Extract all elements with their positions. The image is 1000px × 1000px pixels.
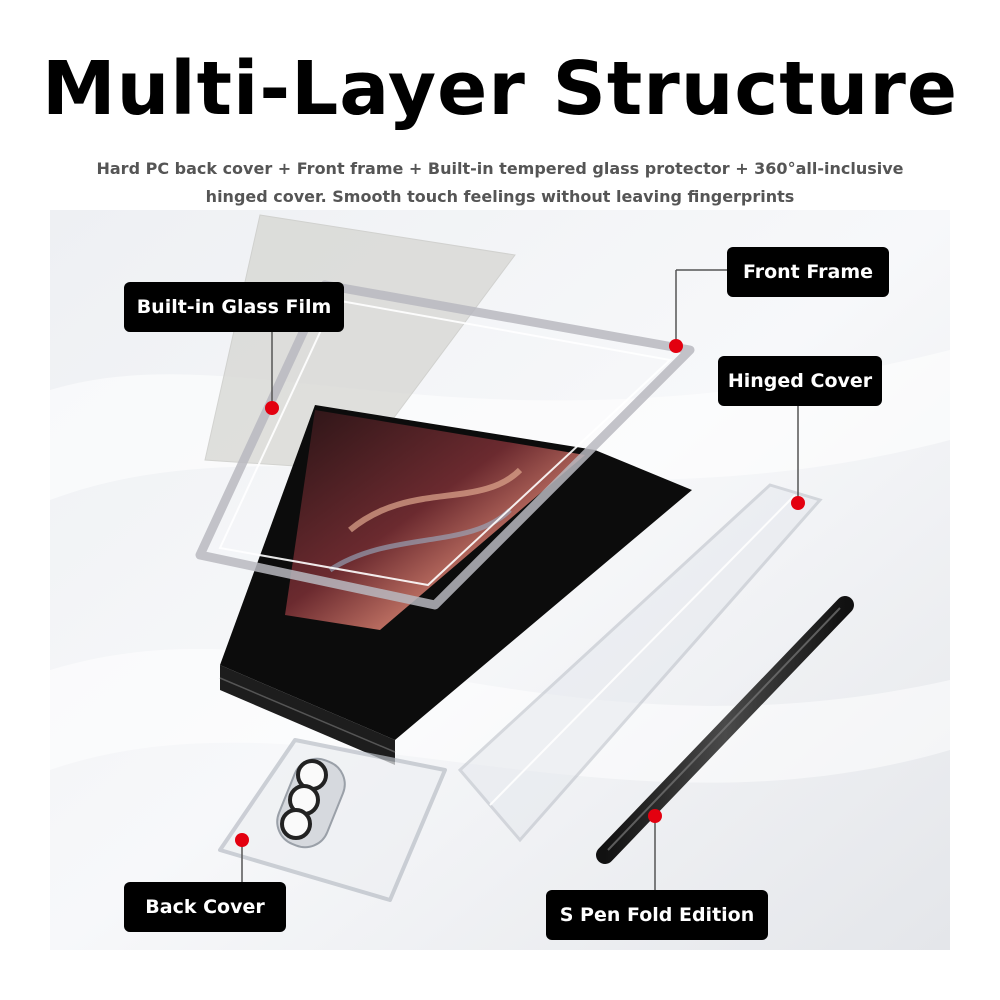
phone-edge-line bbox=[219, 677, 396, 753]
hinged-cover-ridge bbox=[489, 494, 796, 806]
label-hinged-cover: Hinged Cover bbox=[718, 356, 882, 406]
marker-hinged-cover bbox=[791, 496, 805, 510]
marker-s-pen bbox=[648, 809, 662, 823]
front-frame bbox=[195, 280, 695, 610]
screen-wallpaper-curve-2 bbox=[328, 508, 512, 573]
s-pen bbox=[596, 596, 854, 864]
page-title: Multi-Layer Structure bbox=[41, 46, 959, 132]
front-frame-inner bbox=[218, 298, 673, 587]
marker-glass-film bbox=[265, 401, 279, 415]
label-front-frame: Front Frame bbox=[727, 247, 889, 297]
label-back-cover: Back Cover bbox=[124, 882, 286, 932]
subtitle-line-1: Hard PC back cover + Front frame + Built… bbox=[96, 159, 904, 178]
product-exploded-view bbox=[50, 210, 950, 950]
hinged-cover bbox=[457, 483, 823, 843]
camera-lens-3 bbox=[280, 808, 312, 840]
subtitle-line-2: hinged cover. Smooth touch feelings with… bbox=[205, 187, 795, 206]
marker-front-frame bbox=[669, 339, 683, 353]
label-glass-film: Built-in Glass Film bbox=[124, 282, 344, 332]
marker-back-cover bbox=[235, 833, 249, 847]
s-pen-highlight bbox=[607, 607, 841, 851]
page-subtitle: Hard PC back cover + Front frame + Built… bbox=[60, 155, 940, 211]
screen-wallpaper-curve bbox=[348, 467, 523, 533]
label-s-pen: S Pen Fold Edition bbox=[546, 890, 768, 940]
phone-screen bbox=[285, 410, 585, 630]
